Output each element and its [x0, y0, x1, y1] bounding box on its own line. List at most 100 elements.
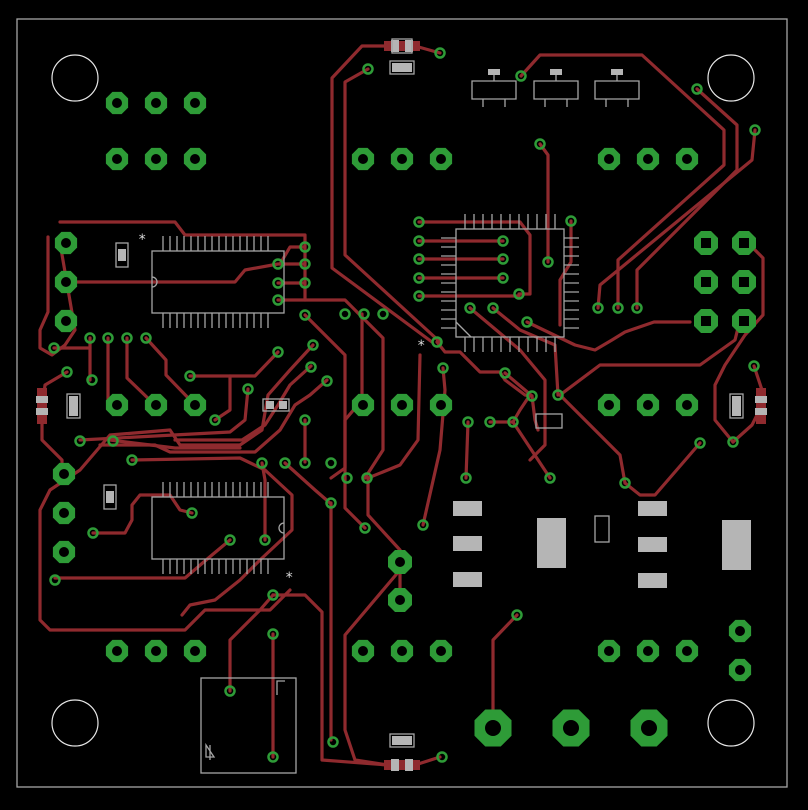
via [694, 437, 706, 449]
connector-outline [200, 677, 297, 774]
via [267, 589, 279, 601]
via [565, 215, 577, 227]
via [209, 414, 221, 426]
via [140, 332, 152, 344]
via [339, 308, 351, 320]
via [87, 527, 99, 539]
via [526, 390, 538, 402]
via [358, 308, 370, 320]
via [321, 375, 333, 387]
through-hole-pad [636, 639, 660, 663]
through-hole-pad [388, 588, 412, 612]
via [279, 457, 291, 469]
via [256, 457, 268, 469]
via [327, 736, 339, 748]
via [413, 235, 425, 247]
marker-label-1: * [138, 232, 146, 248]
via [299, 258, 311, 270]
via [497, 253, 509, 265]
through-hole-pad [183, 639, 207, 663]
via [511, 609, 523, 621]
through-hole-pad [597, 393, 621, 417]
vias [48, 47, 761, 763]
through-hole-pad [105, 147, 129, 171]
via [49, 574, 61, 586]
via [299, 277, 311, 289]
through-hole-pad [105, 91, 129, 115]
through-hole-pad [144, 147, 168, 171]
via [224, 685, 236, 697]
via [431, 336, 443, 348]
through-hole-pad [54, 270, 78, 294]
via [417, 519, 429, 531]
through-hole-pad [105, 639, 129, 663]
via [107, 435, 119, 447]
through-hole-pad [390, 393, 414, 417]
ic-u1 [151, 236, 285, 328]
through-hole-pad [675, 147, 699, 171]
marker-label-2: * [417, 338, 425, 354]
through-hole-pad [105, 393, 129, 417]
through-hole-pad [728, 658, 752, 682]
via [552, 389, 564, 401]
via [462, 416, 474, 428]
board-outline [16, 18, 788, 788]
via [507, 416, 519, 428]
via [727, 436, 739, 448]
via [299, 457, 311, 469]
via [362, 63, 374, 75]
via [267, 628, 279, 640]
via [484, 416, 496, 428]
via [377, 308, 389, 320]
through-hole-pad [694, 309, 718, 333]
through-hole-pad [351, 147, 375, 171]
through-hole-pad [474, 709, 512, 747]
via [325, 457, 337, 469]
through-hole-pad [183, 393, 207, 417]
via [184, 370, 196, 382]
via [413, 272, 425, 284]
via [126, 454, 138, 466]
through-hole-pad [675, 393, 699, 417]
via [299, 309, 311, 321]
through-hole-pad [54, 231, 78, 255]
through-hole-pad [429, 393, 453, 417]
via [413, 290, 425, 302]
through-hole-pad [144, 91, 168, 115]
via [102, 332, 114, 344]
through-hole-pad [630, 709, 668, 747]
via [413, 253, 425, 265]
via [436, 751, 448, 763]
through-hole-pad [390, 147, 414, 171]
via [521, 316, 533, 328]
ic-u2 [151, 482, 285, 574]
via [242, 383, 254, 395]
via [305, 361, 317, 373]
through-hole-pad [429, 147, 453, 171]
through-hole-pad [388, 550, 412, 574]
via [48, 342, 60, 354]
through-hole-pad [390, 639, 414, 663]
via [121, 332, 133, 344]
via [299, 414, 311, 426]
via [267, 751, 279, 763]
mounting-holes [51, 54, 755, 747]
via [325, 497, 337, 509]
regulator-pads [453, 501, 751, 588]
via [272, 294, 284, 306]
via [74, 435, 86, 447]
via [544, 472, 556, 484]
via [631, 302, 643, 314]
through-hole-pad [728, 619, 752, 643]
via [361, 472, 373, 484]
through-hole-pad [351, 393, 375, 417]
through-hole-pad [732, 231, 756, 255]
through-hole-pad [183, 147, 207, 171]
through-hole-pad [54, 309, 78, 333]
via [86, 374, 98, 386]
through-hole-pad [732, 309, 756, 333]
via [499, 367, 511, 379]
through-hole-pad [429, 639, 453, 663]
marker-label-3: * [285, 570, 293, 586]
